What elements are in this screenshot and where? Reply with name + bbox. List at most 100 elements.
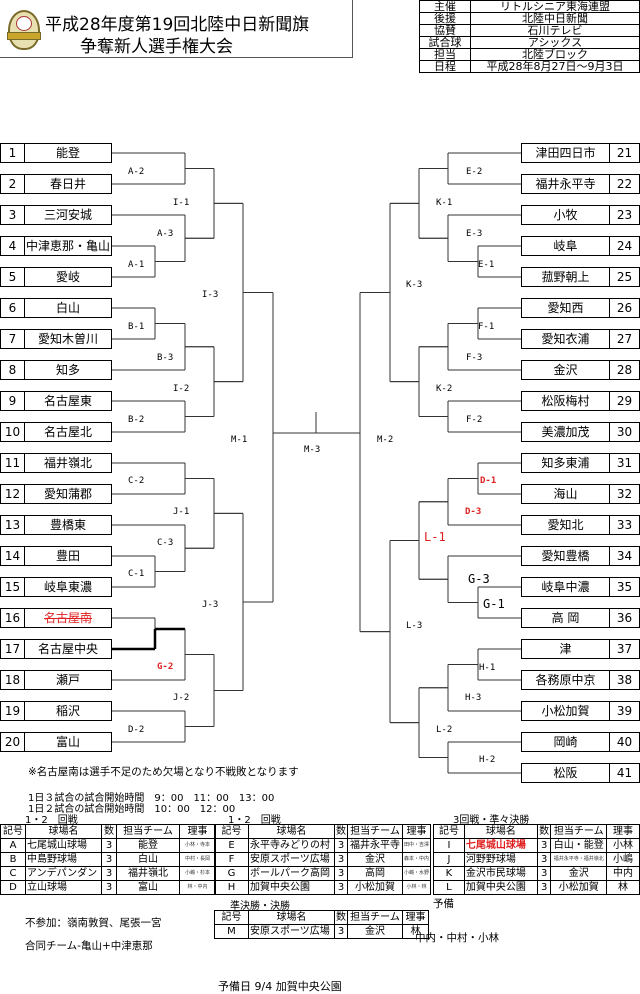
team-name: 海山 xyxy=(553,487,578,501)
team-name: 知多東浦 xyxy=(541,456,590,470)
seed-number: 5 xyxy=(1,268,25,286)
seed-number: 19 xyxy=(1,702,25,720)
team-name: 小牧 xyxy=(553,208,578,222)
match-label: G-1 xyxy=(483,597,505,611)
venue-cell: 3 xyxy=(101,852,117,867)
reserve-day: 予備日 9/4 加賀中央公園 xyxy=(218,980,342,993)
seed-number: 17 xyxy=(1,640,25,658)
joint-team: 合同チーム-亀山+中津恵那 xyxy=(25,940,153,952)
venue-cell: E xyxy=(214,838,249,853)
venue-header-cell: 球場名 xyxy=(25,824,102,839)
team-name: 三河安城 xyxy=(43,208,92,222)
venue-header-row: 記号球場名数担当チーム理事 xyxy=(0,824,216,839)
match-label: H-2 xyxy=(479,755,495,765)
team-name: 美濃加茂 xyxy=(541,425,590,439)
venue-cell: 高岡 xyxy=(347,866,403,881)
venue-cell: 金沢 xyxy=(347,924,403,939)
venue-cell: 3 xyxy=(536,866,552,881)
venue-cell: 小林 xyxy=(606,838,640,853)
venue-cell: 福井永平寺 xyxy=(347,838,403,853)
match-label: C-2 xyxy=(128,476,144,486)
team-name: 各務原中京 xyxy=(535,673,596,687)
match-label: A-1 xyxy=(128,260,144,270)
seed-number: 30 xyxy=(609,423,639,441)
venue-cell: 小林・林 xyxy=(401,880,432,895)
seed-number: 34 xyxy=(609,547,639,565)
team-slot: 5 愛岐 xyxy=(0,267,112,287)
seed-number: 24 xyxy=(609,237,639,255)
venue-cell: 小林・寺本 xyxy=(179,838,216,853)
venue-cell: 3 xyxy=(334,924,348,939)
venue-cell: 金沢 xyxy=(550,866,608,881)
venue-header-cell: 記号 xyxy=(214,910,249,925)
match-label: C-3 xyxy=(157,538,173,548)
venue-cell: 七尾城山球場 xyxy=(463,838,538,853)
venue-cell: 中島野球場 xyxy=(25,852,102,867)
venue-cell: 安原スポーツ広場 xyxy=(248,924,335,939)
seed-number: 15 xyxy=(1,578,25,596)
team-slot: 17 名古屋中央 xyxy=(0,639,112,659)
seed-number: 32 xyxy=(609,485,639,503)
venue-cell: 河野野球場 xyxy=(463,852,538,867)
info-row: 日程平成28年8月27日～9月3日 xyxy=(419,60,640,73)
venue-cell: 3 xyxy=(101,880,117,895)
seed-number: 14 xyxy=(1,547,25,565)
team-name: 松阪 xyxy=(553,766,578,780)
team-name: 愛知蒲郡 xyxy=(43,487,92,501)
venue-header-cell: 理事 xyxy=(179,824,216,839)
venue-cell: I xyxy=(433,838,465,853)
team-name: 春日井 xyxy=(49,177,86,191)
venue-header-cell: 球場名 xyxy=(248,824,335,839)
venue-cell: 白山・能登 xyxy=(550,838,608,853)
team-name: 名古屋北 xyxy=(43,425,92,439)
seed-number: 9 xyxy=(1,392,25,410)
venue-cell: 加賀中央公園 xyxy=(248,880,335,895)
venue-header-cell: 球場名 xyxy=(463,824,538,839)
team-name: 津田四日市 xyxy=(535,146,596,160)
match-label: L-3 xyxy=(406,621,422,631)
match-label: G-3 xyxy=(468,572,490,586)
venue-cell: M xyxy=(214,924,249,939)
seed-number: 2 xyxy=(1,175,25,193)
venue-header-cell: 記号 xyxy=(433,824,465,839)
venue-cell: 3 xyxy=(536,880,552,895)
venue-cell: 能登 xyxy=(116,838,180,853)
seed-number: 22 xyxy=(609,175,639,193)
match-label: F-1 xyxy=(478,322,494,332)
match-label: H-1 xyxy=(479,663,495,673)
venue-cell: 小松加賀 xyxy=(347,880,403,895)
venue-header-cell: 記号 xyxy=(0,824,26,839)
venue-cell: 福井嶺北 xyxy=(116,866,180,881)
team-name: 能登 xyxy=(55,146,80,160)
team-name: 名古屋中央 xyxy=(37,642,98,656)
team-name: 小松加賀 xyxy=(541,704,590,718)
seed-number: 11 xyxy=(1,454,25,472)
venue-cell: 林・中内 xyxy=(179,880,216,895)
venue-cell: 3 xyxy=(536,838,552,853)
team-name: 愛岐 xyxy=(55,270,80,284)
match-label: E-2 xyxy=(466,167,482,177)
seed-number: 25 xyxy=(609,268,639,286)
seed-number: 13 xyxy=(1,516,25,534)
